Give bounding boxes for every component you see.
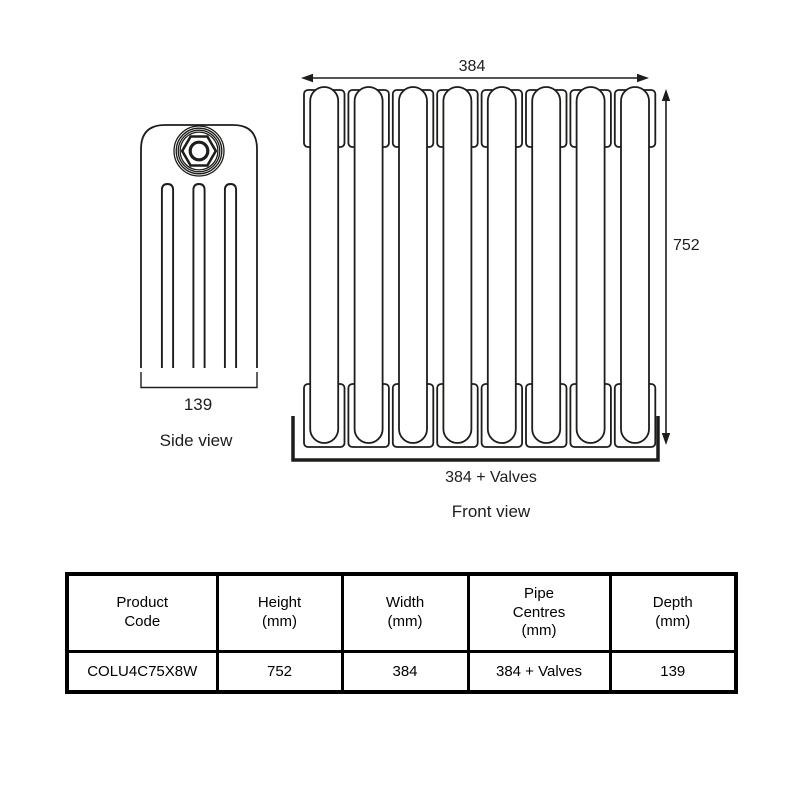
side-view-drawing: 139 Side view [140,124,258,450]
arrow-left-icon [301,73,313,83]
radiator-column-section [569,86,612,448]
front-view-label: Front view [452,502,531,521]
side-view-label: Side view [160,431,233,450]
cell-pipe-centres: 384 + Valves [466,650,612,694]
spec-table-data-row: COLU4C75X8W 752 384 384 + Valves 139 [65,650,738,694]
side-view-body [140,124,258,368]
radiator-column-section [436,86,479,448]
radiator-column-section [303,86,346,448]
cell-width: 384 [340,650,470,694]
width-dimension-label: 384 [459,58,486,75]
arrow-up-icon [661,89,671,101]
technical-drawing: 384 752 384 + Valves Front view [140,58,700,521]
depth-dimension: 139 [140,372,258,414]
spec-table-header-row: Product Code Height (mm) Width (mm) Pipe… [65,572,738,653]
radiator-column-section [391,86,435,448]
cell-depth: 139 [608,650,738,694]
header-height: Height (mm) [215,572,344,653]
valve-icon [173,125,225,177]
cell-height: 752 [215,650,344,694]
spec-table: Product Code Height (mm) Width (mm) Pipe… [65,572,738,694]
width-dimension: 384 [301,58,649,83]
side-flute [160,183,175,368]
radiator-column-section [480,86,523,448]
pipe-centres-dimension: 384 + Valves [291,416,660,486]
height-dimension: 752 [661,89,700,445]
radiator-column-section [347,86,390,448]
header-width: Width (mm) [340,572,470,653]
header-pipe-centres: Pipe Centres (mm) [466,572,612,653]
depth-dimension-label: 139 [184,395,212,414]
radiator-column-section [613,86,657,448]
height-dimension-label: 752 [673,237,700,254]
side-flute [223,183,238,368]
cell-product-code: COLU4C75X8W [65,650,219,694]
header-depth: Depth (mm) [608,572,738,653]
side-flute [192,183,206,368]
arrow-right-icon [637,73,649,83]
front-view-drawing: 384 752 384 + Valves Front view [291,58,700,521]
header-product-code: Product Code [65,572,219,653]
radiator-column-section [525,86,568,448]
pipe-centres-dimension-label: 384 + Valves [445,469,537,486]
arrow-down-icon [661,433,671,445]
